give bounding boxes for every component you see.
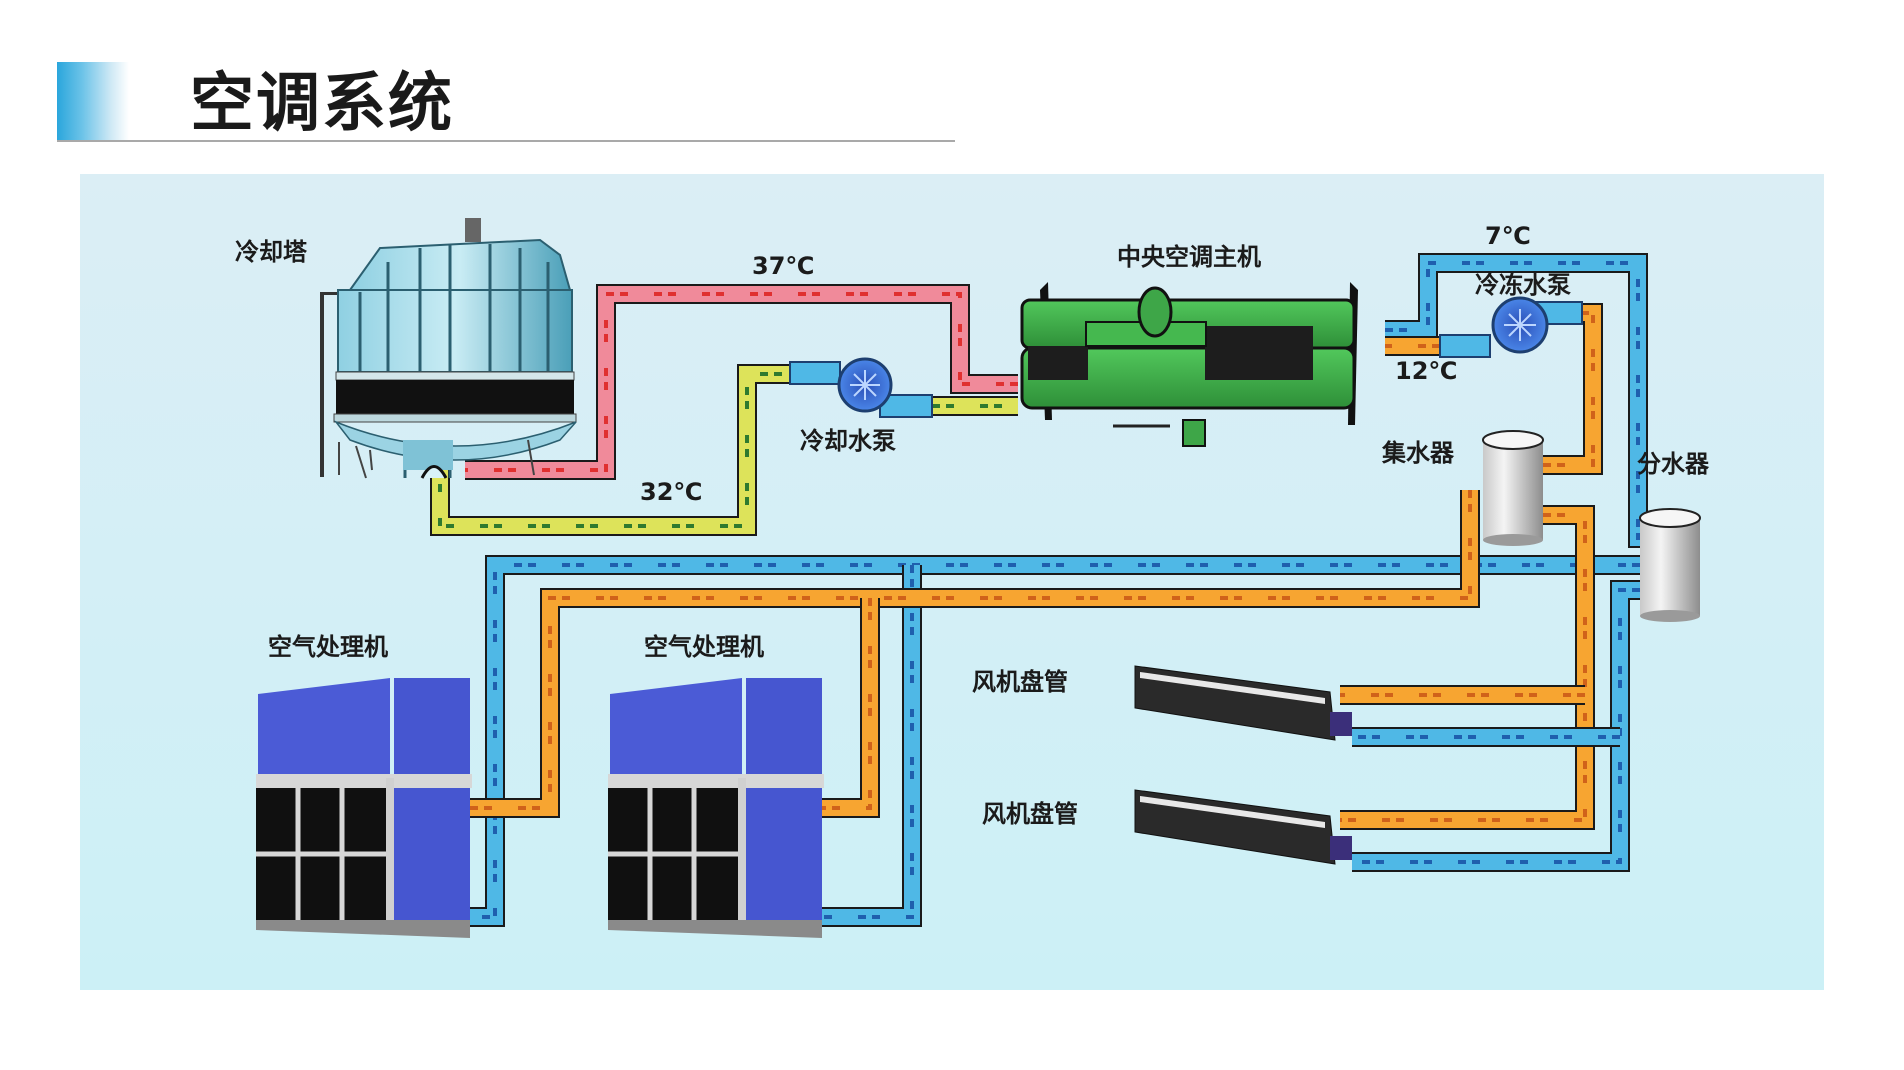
pipe-network — [420, 253, 1648, 927]
fan-coil-unit-2 — [1134, 789, 1352, 865]
fan-coil-unit-1 — [1134, 665, 1352, 741]
air-handling-unit-1 — [256, 678, 472, 938]
cooling-water-pump — [789, 357, 933, 418]
label-cooling-pump: 冷却水泵 — [800, 427, 896, 455]
water-distributor-vessel — [1639, 508, 1701, 622]
pipe-chilled-return-12c-flow-arrows — [1543, 311, 1595, 467]
label-ahu-2: 空气处理机 — [644, 633, 764, 661]
cooling-tower — [320, 218, 577, 479]
temp-chilled-return: 12℃ — [1395, 357, 1457, 385]
air-handling-unit-2 — [608, 678, 824, 938]
pipe-fcu-return-trunk-flow-arrows — [1340, 513, 1587, 822]
pipe-chilled-supply-7c-flow-arrows — [1385, 261, 1640, 540]
label-water-collector: 集水器 — [1381, 439, 1455, 467]
temp-cooling-supply: 32℃ — [640, 478, 702, 506]
pipe-return-header-outline — [420, 490, 1480, 818]
label-chiller: 中央空调主机 — [1117, 243, 1261, 271]
label-water-distributor: 分水器 — [1637, 450, 1710, 478]
page-title: 空调系统 — [190, 67, 454, 141]
pipe-return-header — [420, 490, 1478, 816]
water-collector-vessel — [1482, 430, 1544, 546]
chilled-water-pump — [1439, 296, 1583, 358]
pipe-return-ahu2-flow-arrows — [765, 598, 872, 810]
pipe-return-header-flow-arrows — [420, 490, 1472, 810]
pipe-cooling-supply-32c-flow-arrows — [438, 372, 790, 528]
temp-chilled-supply: 7℃ — [1485, 222, 1531, 250]
title-divider — [57, 140, 955, 142]
title-accent-bar — [57, 62, 129, 140]
label-cooling-tower: 冷却塔 — [235, 238, 308, 266]
central-ac-chiller — [1020, 282, 1358, 447]
pipe-supply-ahu2-flow-arrows — [780, 565, 914, 919]
pipe-cooling-return-37c-flow-arrows — [465, 292, 1018, 472]
label-ahu-1: 空气处理机 — [268, 633, 388, 661]
pipe-chilled-return-12c — [1543, 305, 1601, 473]
temp-cooling-return: 37℃ — [752, 252, 814, 280]
label-chilled-pump: 冷冻水泵 — [1475, 271, 1571, 299]
pipe-fcu-supply-trunk — [1352, 582, 1640, 870]
label-fcu-1: 风机盘管 — [972, 668, 1068, 696]
label-fcu-2: 风机盘管 — [982, 800, 1078, 828]
